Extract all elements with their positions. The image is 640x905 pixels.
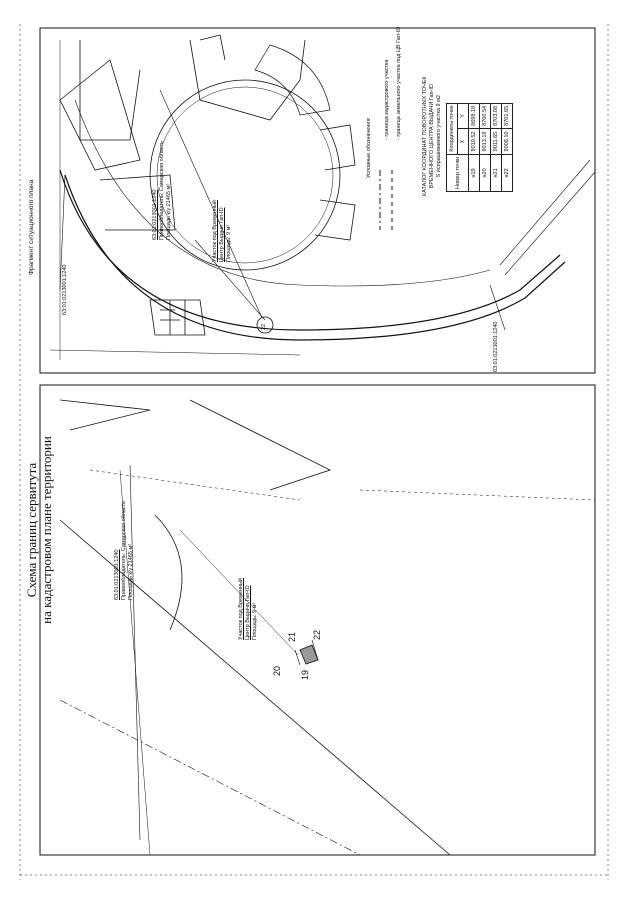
header-coords: Координаты точек [446, 103, 458, 155]
row-y: 8703.08 [490, 103, 502, 129]
table-row: н21 9011.65 8703.08 [490, 103, 502, 192]
cadastral-label-bottom: 63:01:0213001:1240 [493, 321, 499, 372]
legend-item-1: - граница кадастрового участка [384, 59, 390, 141]
parcel-a-block: 63:01:0213001:1240 Правообладатель: Сама… [152, 141, 173, 240]
table-row: н20 9013.19 8700.54 [479, 103, 491, 192]
row-y: 8701.65 [501, 103, 513, 129]
table-row: н22 9008.10 8701.65 [501, 103, 513, 192]
parcel-b-area: Площадь: 9 м² [226, 224, 232, 262]
left-panel-frame [39, 384, 596, 856]
left-parcel-b-block: Участок под Временный Центр Выдачи Гап-I… [238, 578, 259, 640]
servitude-area [299, 644, 319, 665]
left-parcel-a-owner: Правообладатель: Самарская область [121, 500, 127, 600]
header-point: Номер точки [446, 154, 469, 192]
left-parcel-b-area: Площадь: 9 м² [252, 602, 258, 640]
parcel-a-area: Площадь к/у 21465 м² [166, 183, 172, 240]
page-title: Схема границ сервитута на кадастровом пл… [24, 420, 54, 640]
parcel-a-owner: Правообладатель: Самарская область [159, 140, 165, 240]
point-19-label: 19 [300, 669, 310, 680]
left-parcel-a-cadastral: 63:01:0213001:1240 [114, 549, 120, 600]
left-parcel-b-title: Участок под Временный [238, 578, 244, 640]
legend-title: Условные обозначения: [366, 117, 372, 178]
parcel-b-block: Участок под Временный Центр Выдачи Гап-I… [212, 200, 233, 262]
right-panel-frame [39, 27, 596, 374]
point-22-marker [256, 316, 274, 334]
left-parcel-b-name: Центр Выдачи Гап-ID [245, 585, 251, 640]
coordinates-table-wrap: Номер точки Координаты точек X Y н19 901… [446, 103, 513, 192]
left-parcel-a-block: 63:01:0213001:1240 Правообладатель: Сама… [114, 501, 135, 600]
header-y: Y [457, 103, 469, 129]
point-22-label-left: 22 [312, 629, 322, 640]
cadastral-plan [59, 399, 596, 856]
parcel-a-cadastral: 63:01:0213001:1240 [152, 189, 158, 240]
situation-plan [49, 34, 596, 360]
row-x: 9008.10 [501, 128, 513, 155]
point-21-label: 21 [287, 631, 297, 642]
cadastral-label-top: 63:01:0213001:1240 [62, 264, 68, 315]
point-22-label: 22 [261, 323, 267, 330]
parcel-b-title: Участок под Временный [212, 200, 218, 262]
catalog-title-2: ВРЕМЕННОГО ЦЕНТРА ВЫДАЧИ Гап-ID [429, 84, 435, 189]
row-x: 9010.52 [468, 128, 480, 155]
situation-caption: Фрагмент ситуационного плана [28, 179, 35, 275]
row-point: н22 [501, 154, 513, 192]
catalog-title-1: КАТАЛОГ КООРДИНАТ ПОВОРОТНЫХ ТОЧЕК [422, 76, 428, 196]
row-x: 9011.65 [490, 128, 502, 155]
row-point: н19 [468, 154, 480, 192]
point-20-label: 20 [272, 665, 282, 676]
catalog-title: КАТАЛОГ КООРДИНАТ ПОВОРОТНЫХ ТОЧЕК ВРЕМЕ… [422, 76, 443, 196]
title-line-1: Схема границ сервитута [24, 462, 39, 598]
table-row: н19 9010.52 8698.18 [468, 103, 480, 192]
parcel-b-name: Центр Выдачи Гап-ID [219, 207, 225, 262]
row-y: 8698.18 [468, 103, 480, 129]
coordinates-table: Номер точки Координаты точек X Y н19 901… [446, 103, 513, 192]
row-y: 8700.54 [479, 103, 491, 129]
row-point: н21 [490, 154, 502, 192]
catalog-title-3: S испрашиваемого участка 9 м2 [436, 95, 442, 178]
title-line-2: на кадастровом плане территории [39, 436, 54, 624]
legend-item-2: - граница земельного участка под ЦВ Гап-… [396, 26, 402, 140]
row-x: 9013.19 [479, 128, 491, 155]
row-point: н20 [479, 154, 491, 192]
left-parcel-a-area: Площадь к/у 21465 м² [128, 543, 134, 600]
header-x: X [457, 128, 469, 155]
